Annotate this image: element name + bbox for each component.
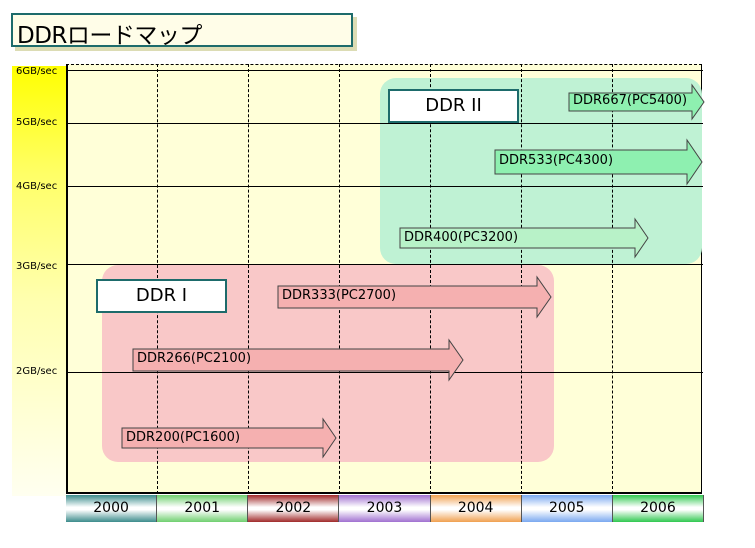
year-2004: 2004 [430,495,522,522]
y-label-2: 2GB/sec [16,366,58,377]
year-2005: 2005 [521,495,613,522]
gridline-3 [66,264,703,265]
y-label-4: 4GB/sec [16,181,58,192]
arrow-ddr400-shape [399,217,649,259]
arrow-ddr667-shape [568,83,705,121]
year-2006: 2006 [612,495,704,522]
arrow-ddr667-label: DDR667(PC5400) [573,93,688,108]
ddr1-label: DDR I [96,279,227,313]
y-label-3: 3GB/sec [16,261,58,272]
arrow-ddr533-shape [494,138,703,186]
vline-2002 [248,64,249,494]
arrow-ddr200-label: DDR200(PC1600) [126,430,241,445]
arrow-ddr400-label: DDR400(PC3200) [404,230,519,245]
arrow-ddr333-label: DDR333(PC2700) [282,288,397,303]
year-axis: 2000 2001 2002 2003 2004 2005 2006 [66,495,704,522]
y-label-5: 5GB/sec [16,117,58,128]
year-2002: 2002 [248,495,340,522]
gridline-4 [66,186,703,187]
gridline-5 [66,123,703,124]
gridline-2 [66,372,703,373]
y-axis-gradient [12,66,66,496]
vline-2006 [612,64,613,494]
vline-2005 [521,64,522,494]
year-2001: 2001 [157,495,249,522]
vline-2003 [339,64,340,494]
title-box: DDRロードマップ [11,13,353,49]
year-2003: 2003 [339,495,431,522]
arrow-ddr266-shape [132,338,464,382]
page-title: DDRロードマップ [17,23,202,49]
vline-2004 [430,64,431,494]
arrow-ddr333-shape [277,275,552,319]
ddr2-label: DDR II [388,89,519,123]
year-2000: 2000 [66,495,158,522]
arrow-ddr200-shape [121,417,337,459]
y-label-6: 6GB/sec [16,66,58,77]
arrow-ddr266-label: DDR266(PC2100) [137,351,252,366]
gridline-6 [66,70,703,71]
arrow-ddr533-label: DDR533(PC4300) [499,153,614,168]
